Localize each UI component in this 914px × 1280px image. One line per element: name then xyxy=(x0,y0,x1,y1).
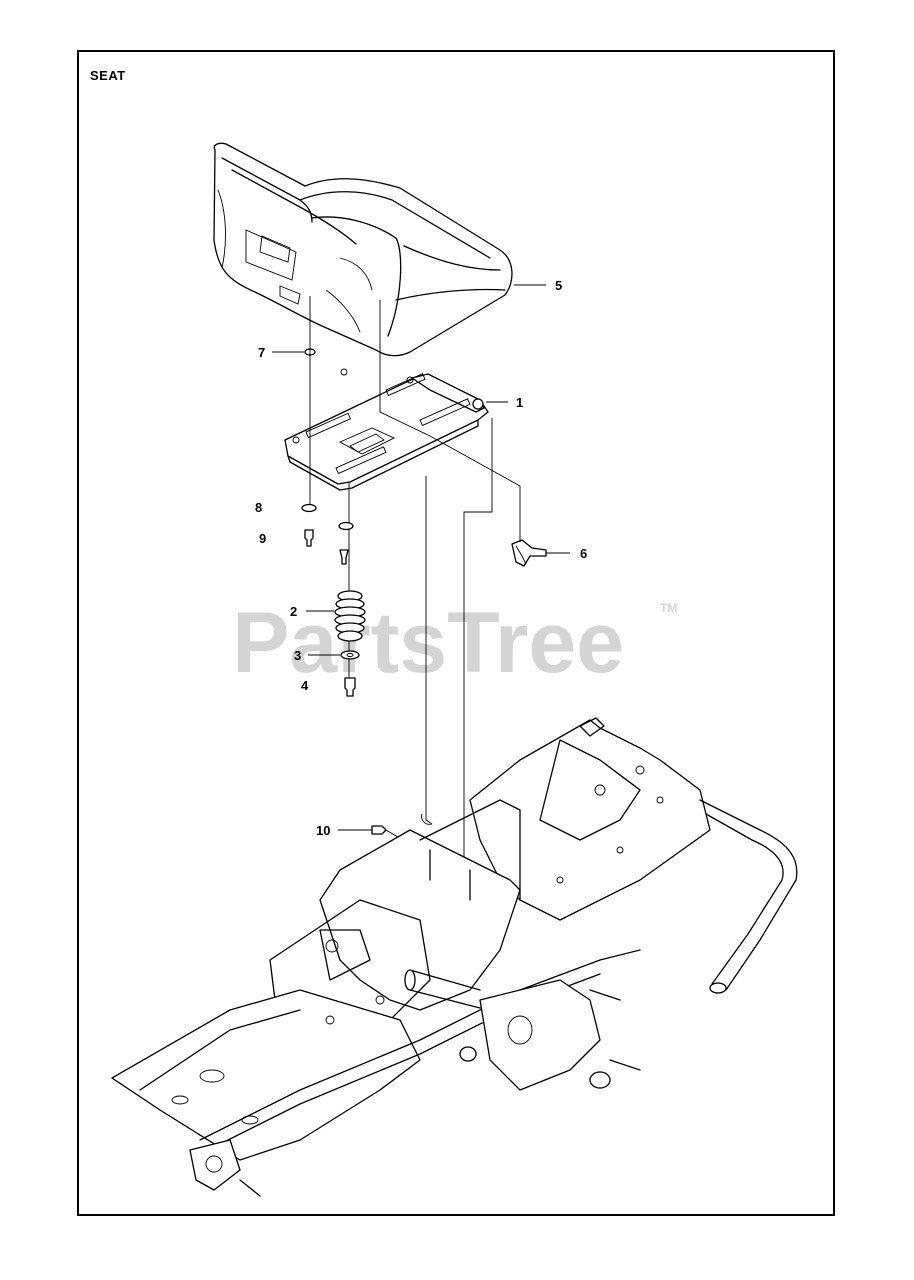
part-pin xyxy=(339,549,349,565)
diagram-title: SEAT xyxy=(90,68,126,83)
part-chassis-frame xyxy=(111,717,798,1197)
part-bolt-9[interactable] xyxy=(304,529,314,547)
callout-8[interactable]: 8 xyxy=(255,500,262,515)
callout-7[interactable]: 7 xyxy=(258,345,265,360)
part-seat[interactable] xyxy=(213,142,513,357)
part-clip-6[interactable] xyxy=(511,539,547,567)
callout-2[interactable]: 2 xyxy=(290,604,297,619)
part-washer-3[interactable] xyxy=(340,650,360,660)
callout-1[interactable]: 1 xyxy=(516,395,523,410)
callout-6[interactable]: 6 xyxy=(580,546,587,561)
callout-10[interactable]: 10 xyxy=(316,823,330,838)
part-washer-upper xyxy=(338,521,354,531)
part-seat-plate[interactable] xyxy=(284,368,489,491)
part-spring-2[interactable] xyxy=(334,590,366,642)
watermark: PartsTree TM xyxy=(232,595,677,691)
diagram-frame xyxy=(77,50,835,1216)
watermark-tm: TM xyxy=(660,601,677,615)
leader-lines xyxy=(272,284,570,831)
callout-9[interactable]: 9 xyxy=(259,531,266,546)
part-bolt-4[interactable] xyxy=(344,677,356,697)
callouts: 1 2 3 4 5 6 7 8 9 10 xyxy=(255,278,587,838)
watermark-text: PartsTree xyxy=(232,595,624,691)
callout-4[interactable]: 4 xyxy=(301,678,309,693)
callout-5[interactable]: 5 xyxy=(555,278,562,293)
callout-3[interactable]: 3 xyxy=(294,648,301,663)
part-washer-8[interactable] xyxy=(301,503,317,513)
